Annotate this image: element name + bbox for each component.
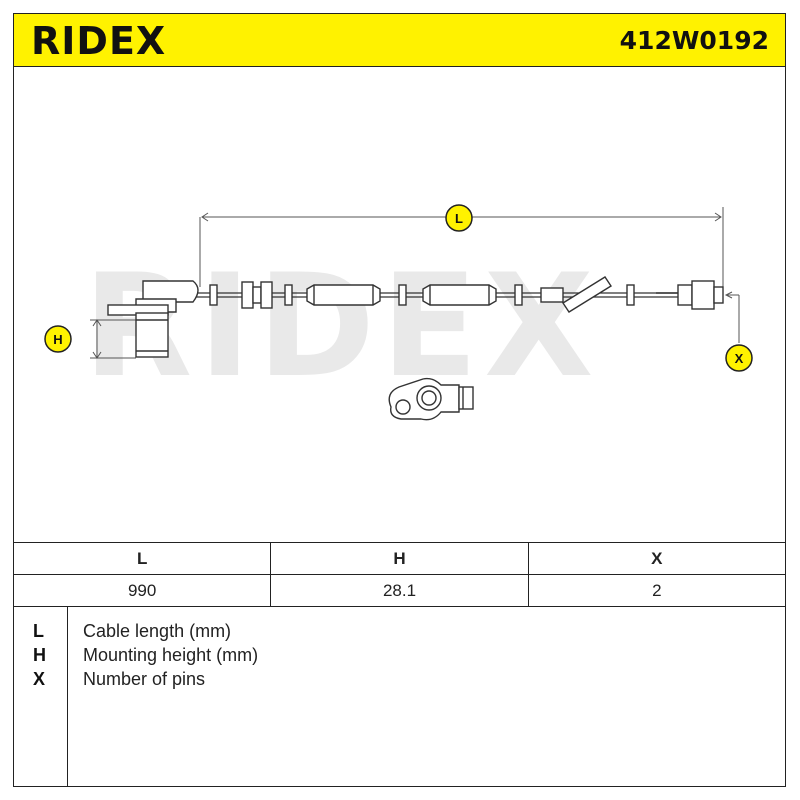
legend-key: L [33, 621, 44, 641]
legend-description: Number of pins [83, 669, 206, 689]
legend-key: H [33, 645, 46, 665]
spec-header-pins: X [527, 542, 787, 575]
technical-drawing: RIDEX L H X [44, 204, 753, 421]
legend-divider [67, 607, 68, 787]
spec-header-height: H [270, 542, 529, 575]
legend: L Cable length (mm) H Mounting height (m… [13, 606, 786, 787]
svg-text:H: H [53, 332, 62, 347]
spec-value-pins: 2 [527, 574, 787, 607]
svg-text:L: L [455, 211, 463, 226]
svg-text:X: X [735, 351, 744, 366]
height-badge: H [44, 325, 72, 353]
height-dimension [90, 319, 136, 359]
legend-description: Cable length (mm) [83, 621, 232, 641]
pins-leader [724, 291, 740, 343]
spec-value-length: 990 [12, 574, 272, 607]
legend-key: X [33, 669, 46, 689]
spec-header-row: L H X [12, 542, 787, 575]
spec-header-length: L [12, 542, 272, 575]
part-number: 412W0192 [619, 26, 769, 55]
spec-value-height: 28.1 [270, 574, 529, 607]
legend-description: Mounting height (mm) [83, 645, 259, 665]
header-bar: RIDEX 412W0192 [13, 13, 786, 67]
legend-item-length: L Cable length (mm) [13, 619, 786, 643]
legend-item-pins: X Number of pins [13, 667, 786, 691]
legend-item-height: H Mounting height (mm) [13, 643, 786, 667]
spec-table: L H X 990 28.1 2 [12, 542, 787, 607]
brand-logo: RIDEX [31, 19, 167, 63]
sensor-cable [107, 276, 724, 358]
pins-badge: X [725, 344, 753, 372]
sensor-detail-view [388, 377, 474, 421]
length-badge: L [445, 204, 473, 232]
spec-value-row: 990 28.1 2 [12, 574, 787, 607]
